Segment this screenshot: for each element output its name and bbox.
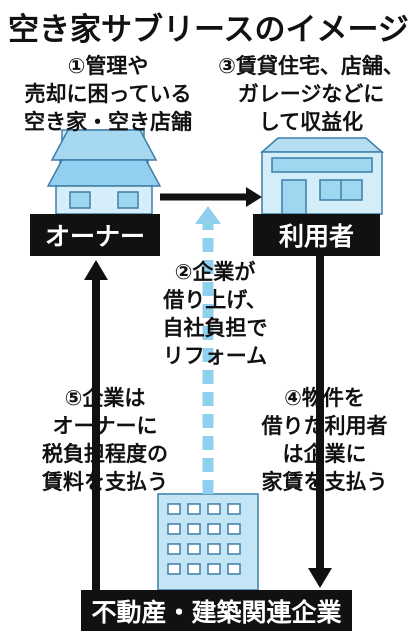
arrow-company-to-owner [84, 260, 108, 590]
arrow-company-reform [195, 206, 221, 494]
company-label-box: 不動産・建築関連企業 [81, 590, 352, 631]
house-icon [46, 129, 162, 215]
caption-user-pays-company: ④物件を 借りた利用者 は企業に 家賃を支払う [261, 386, 388, 494]
caption-owner-step: ①管理や 売却に困っている 空き家・空き店舗 [24, 54, 192, 134]
office-building-icon [157, 493, 259, 591]
arrow-owner-to-user [160, 187, 262, 207]
owner-label-box: オーナー [30, 214, 160, 256]
caption-company-pays-owner: ⑤企業は オーナーに 税負担程度の 賃料を支払う [42, 386, 168, 494]
user-label-box: 利用者 [253, 214, 380, 256]
diagram-title: 空き家サブリースのイメージ [8, 12, 409, 48]
caption-company-reform: ②企業が 借り上げ、 自社負担で リフォーム [162, 260, 268, 368]
arrow-user-to-company [308, 256, 332, 588]
shop-icon [260, 137, 384, 215]
caption-user-step: ③賃貸住宅、店舗、 ガレージなどに して収益化 [218, 54, 404, 134]
